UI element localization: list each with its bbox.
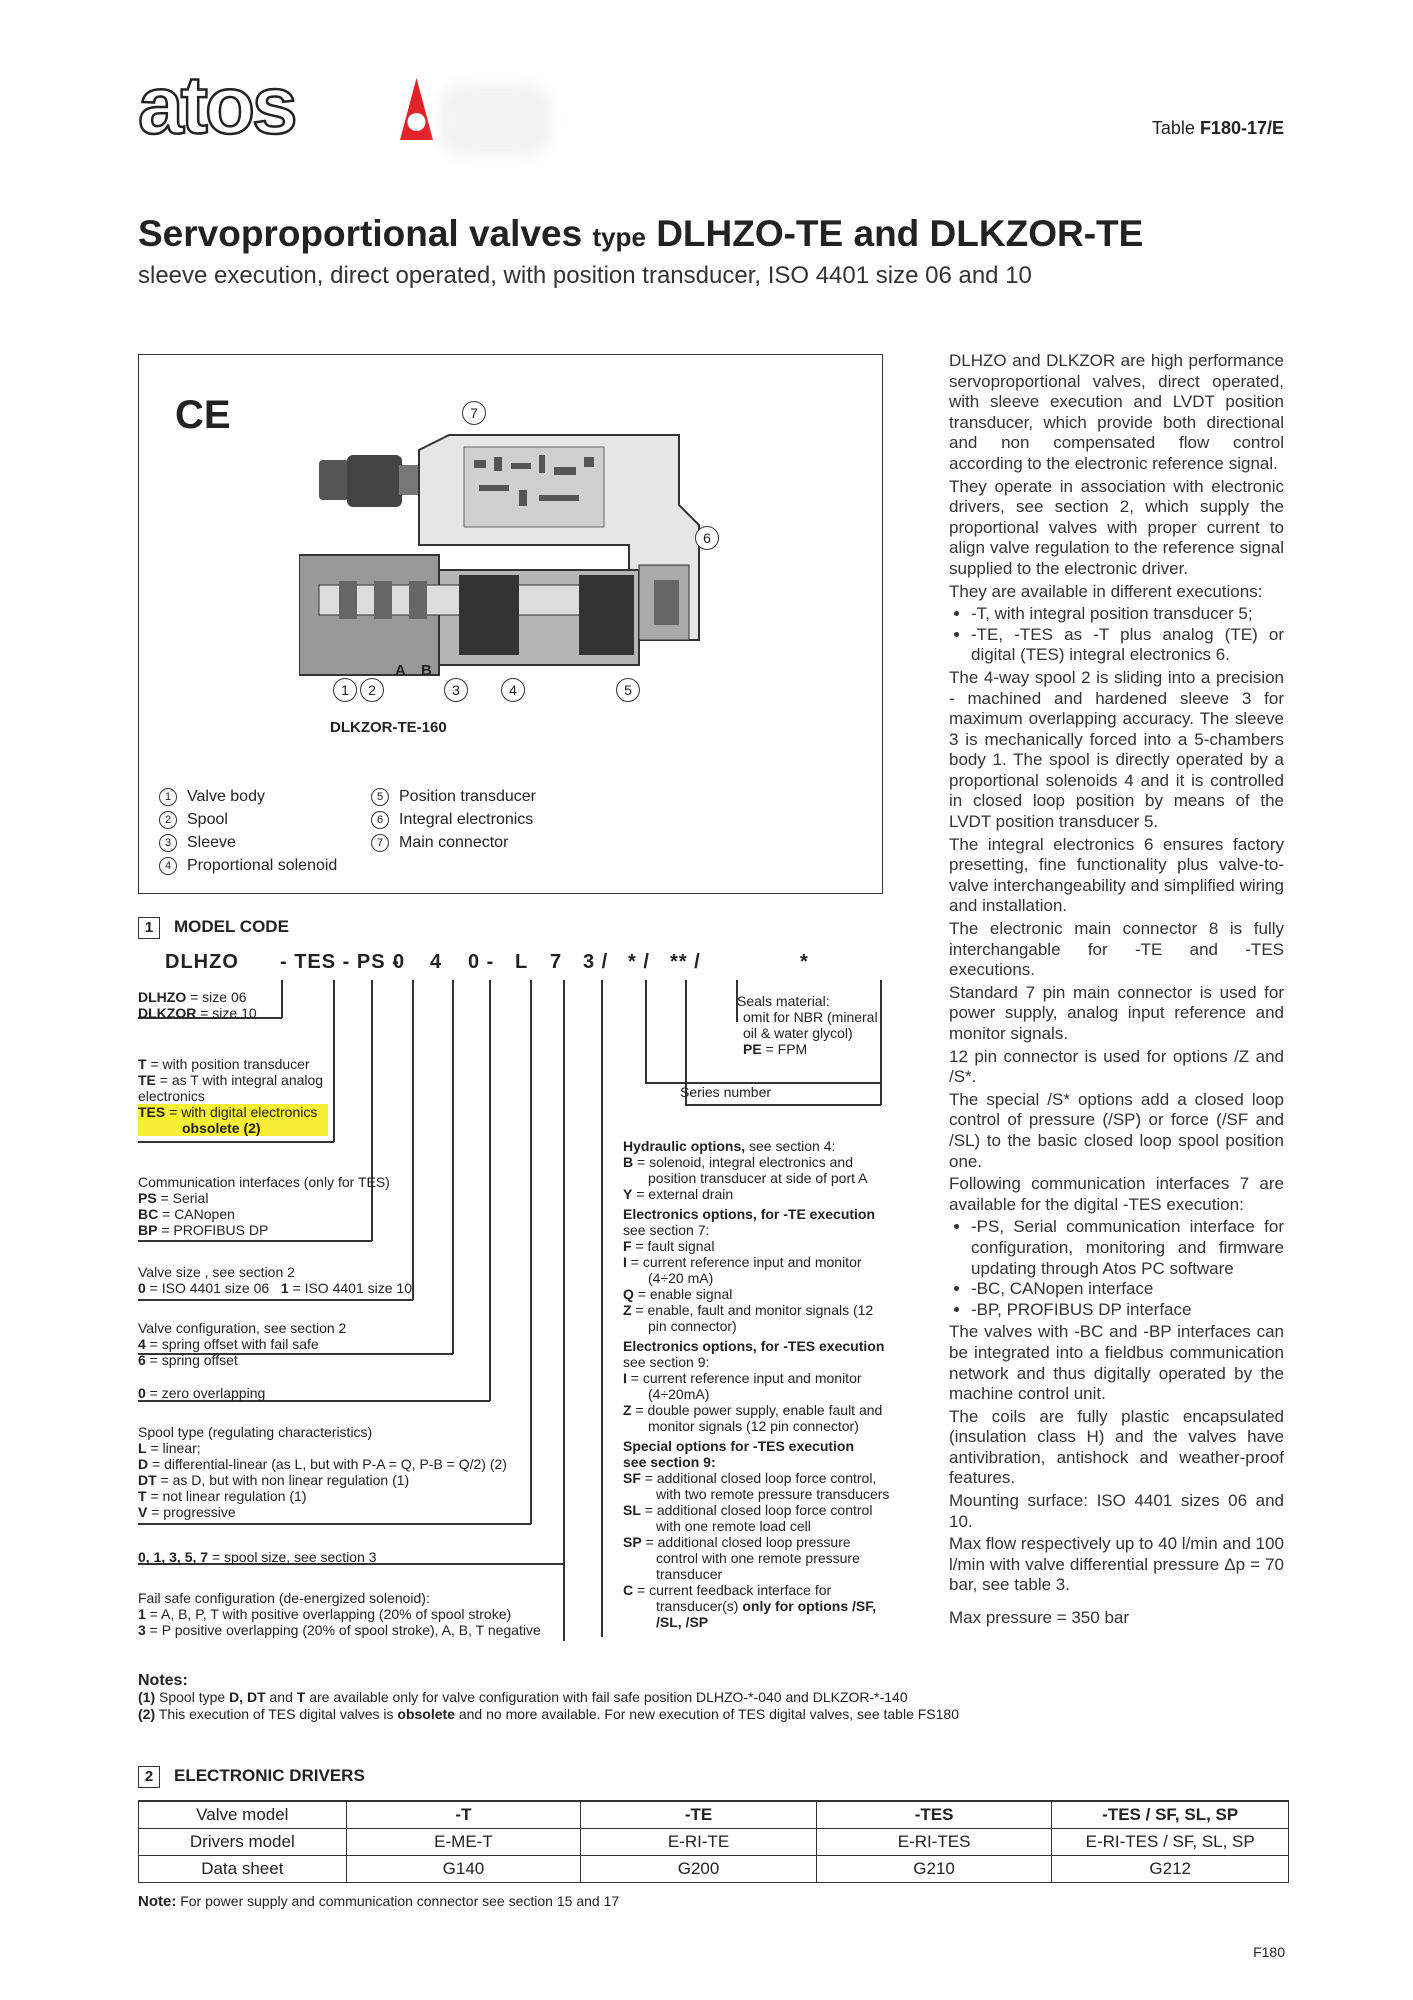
seals-block: Seals material: omit for NBR (mineral oi… <box>737 993 878 1057</box>
desc-paragraph: They operate in association with electro… <box>949 476 1284 578</box>
drivers-note: Note: For power supply and communication… <box>138 1893 620 1910</box>
table-cell: G212 <box>1051 1855 1289 1883</box>
fail-safe-block: Fail safe configuration (de-energized so… <box>138 1590 541 1638</box>
overlapping-block: 0 = zero overlapping <box>138 1385 266 1401</box>
valve-size-block: Valve size , see section 2 0 = ISO 4401 … <box>138 1264 412 1296</box>
callout-5: 5 <box>616 678 640 702</box>
table-reference: Table F180-17/E <box>1151 118 1284 138</box>
table-cell: Drivers model <box>138 1828 347 1856</box>
spool-size-block: 0, 1, 3, 5, 7 = spool size, see section … <box>138 1549 377 1565</box>
callout-3: 3 <box>444 678 468 702</box>
desc-paragraph: The 4-way spool 2 is sliding into a prec… <box>949 667 1284 832</box>
spool-type-block: Spool type (regulating characteristics) … <box>138 1424 507 1520</box>
desc-list: -T, with integral position transducer 5;… <box>949 604 1284 666</box>
figure-box: CE A B 1 2 3 4 5 6 7 DLKZOR-TE-160 <box>138 354 883 894</box>
table-cell: G140 <box>345 1855 582 1883</box>
desc-paragraph: The valves with -BC and -BP interfaces c… <box>949 1322 1284 1404</box>
table-cell: E-RI-TES <box>815 1828 1053 1856</box>
list-item: -BP, PROFIBUS DP interface <box>971 1300 1284 1321</box>
drivers-table-wrap: Valve model -T -TE -TES -TES / SF, SL, S… <box>138 1800 1289 1883</box>
desc-paragraph: Max flow respectively up to 40 l/min and… <box>949 1534 1284 1595</box>
ce-mark: CE <box>175 393 231 437</box>
table-cell: -TES / SF, SL, SP <box>1051 1800 1289 1829</box>
table-cell: Data sheet <box>138 1855 347 1883</box>
page-title: Servoproportional valves type DLHZO-TE a… <box>138 213 1144 254</box>
figure-caption: DLKZOR-TE-160 <box>330 719 447 736</box>
table-cell: -TE <box>580 1800 817 1829</box>
desc-paragraph: DLHZO and DLKZOR are high performance se… <box>949 351 1284 473</box>
port-b-label: B <box>421 662 432 679</box>
port-a-label: A <box>395 662 406 679</box>
table-cell: E-ME-T <box>345 1828 582 1856</box>
desc-paragraph: Mounting surface: ISO 4401 sizes 06 and … <box>949 1491 1284 1531</box>
notes-block: Notes: (1) Spool type D, DT and T are av… <box>138 1672 959 1722</box>
desc-paragraph: Following communication interfaces 7 are… <box>949 1174 1284 1214</box>
callout-4: 4 <box>501 678 525 702</box>
list-item: -BC, CANopen interface <box>971 1279 1284 1300</box>
series-number: Series number <box>680 1084 772 1100</box>
atos-logo: atos <box>137 59 438 152</box>
logo-blur-region <box>440 85 550 155</box>
table-row: Valve model -T -TE -TES -TES / SF, SL, S… <box>138 1800 1289 1829</box>
model-code-string: DLHZO - TES - PS - 0 4 0 - L 7 3 / * / *… <box>165 951 809 973</box>
desc-list: -PS, Serial communication interface for … <box>949 1217 1284 1320</box>
desc-paragraph: They are available in different executio… <box>949 581 1263 601</box>
desc-paragraph: The electronic main connector 8 is fully… <box>949 919 1284 980</box>
options-block: Hydraulic options, see section 4: B = so… <box>623 1138 890 1630</box>
page-code: F180 <box>1253 1944 1285 1960</box>
table-cell: G200 <box>580 1855 817 1883</box>
table-cell: Valve model <box>138 1800 347 1829</box>
table-row: Drivers model E-ME-T E-RI-TE E-RI-TES E-… <box>138 1828 1289 1856</box>
section-number: 1 <box>138 917 160 939</box>
size-block: DLHZO = size 06 DLKZOR = size 10 <box>138 989 257 1021</box>
desc-paragraph: Max pressure = 350 bar <box>949 1608 1130 1628</box>
table-row: Data sheet G140 G200 G210 G212 <box>138 1855 1289 1883</box>
valve-cutaway-drawing <box>299 434 700 676</box>
table-cell: -TES <box>815 1800 1053 1829</box>
communication-block: Communication interfaces (only for TES) … <box>138 1174 390 1238</box>
table-cell: -T <box>345 1800 582 1829</box>
section-number: 2 <box>138 1766 160 1788</box>
valve-configuration-block: Valve configuration, see section 2 4 = s… <box>138 1320 347 1368</box>
logo-text: atos <box>138 70 295 145</box>
table-cell: E-RI-TES / SF, SL, SP <box>1051 1828 1289 1856</box>
execution-block: T = with position transducer TE = as T w… <box>138 1056 330 1136</box>
list-item: -TE, -TES as -T plus analog (TE) or digi… <box>971 625 1284 666</box>
table-cell: E-RI-TE <box>580 1828 817 1856</box>
callout-7: 7 <box>462 401 486 425</box>
list-item: -PS, Serial communication interface for … <box>971 1217 1284 1279</box>
list-item: -T, with integral position transducer 5; <box>971 604 1284 625</box>
callout-1: 1 <box>333 678 357 702</box>
callout-2: 2 <box>360 678 384 702</box>
desc-paragraph: Standard 7 pin main connector is used fo… <box>949 982 1284 1043</box>
desc-paragraph: The coils are fully plastic encapsulated… <box>949 1406 1284 1488</box>
desc-paragraph: The integral electronics 6 ensures facto… <box>949 834 1284 916</box>
page-subtitle: sleeve execution, direct operated, with … <box>138 262 1032 289</box>
table-cell: G210 <box>815 1855 1053 1883</box>
desc-paragraph: 12 pin connector is used for options /Z … <box>949 1046 1284 1087</box>
description-column: DLHZO and DLKZOR are high performance se… <box>949 351 1284 1631</box>
drivers-table: Valve model -T -TE -TES -TES / SF, SL, S… <box>138 1800 1289 1883</box>
desc-paragraph: The special /S* options add a closed loo… <box>949 1089 1284 1171</box>
callout-6: 6 <box>695 526 719 550</box>
